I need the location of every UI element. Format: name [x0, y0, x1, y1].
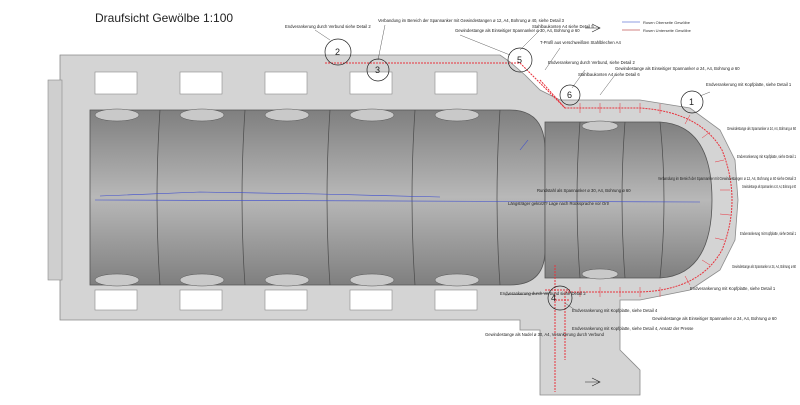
- detail-circle-2: [324, 38, 352, 66]
- ann-gewbot: Gewindestange als Nadel ø 30, A4, Verank…: [485, 332, 605, 337]
- detail-num-5: 5: [517, 55, 522, 65]
- leader-lines: [314, 24, 711, 311]
- ann-laengs: Längsträger gekürzt? Lage nach Rücksprac…: [508, 201, 609, 206]
- ann-kopf4: Endverankerung mit Kopfplatte, siehe Det…: [572, 308, 658, 313]
- ann-gewspann: Gewindestange als Spannanker ø 24, A4, B…: [732, 264, 796, 269]
- detail-num-3: 3: [375, 65, 380, 75]
- detail-num-1: 1: [689, 97, 694, 107]
- detail-circle-5: [507, 47, 533, 73]
- ann-endverb: Endverankerung durch Verbund, siehe Deta…: [548, 60, 636, 65]
- ann-kopfb: Endverankerung mit Kopfplatte, siehe Det…: [740, 231, 796, 236]
- section-arrows: [585, 23, 601, 387]
- legend: Rosen Oberseite Gewölbe Rosen Unterseite…: [622, 20, 692, 33]
- legend-label-0: Rosen Oberseite Gewölbe: [643, 20, 691, 25]
- ann-rund: Rundstahl als Spannanker ø 30, A4, Bohru…: [537, 188, 631, 193]
- ann-gew24-3: Gewindestange als Spannanker ø 24, A4, B…: [742, 184, 796, 189]
- detail-circle-4: [547, 285, 573, 311]
- ann-gew24-2: Gewindestange als Spannanker ø 24, A4, B…: [727, 126, 796, 131]
- lunettes: [94, 108, 619, 287]
- ann-detail-1: Endverankerung mit Kopfplatte, siehe Det…: [690, 286, 776, 291]
- ann-kopf1b: Endverankerung mit Kopfplatte, siehe Det…: [737, 154, 796, 159]
- detail-circle-1: [680, 90, 704, 114]
- detail-num-2: 2: [335, 47, 340, 57]
- blue-axis-lines: [94, 139, 701, 203]
- left-gable: [47, 79, 63, 281]
- detail-num-4: 4: [551, 293, 556, 303]
- ann-detail-4: Endverankerung mit Kopfplatte, siehe Det…: [572, 326, 694, 331]
- detail-numbers: 2 3 5 6 1 4: [335, 47, 694, 303]
- ann-detail-2: Endverankerung durch Verbund siehe Detai…: [285, 24, 371, 29]
- ann-detail-5: Gewindestange als Einseitiger Spannanker…: [455, 28, 580, 33]
- detail-num-6: 6: [567, 90, 572, 100]
- ann-tprofil: T-Profil aus verschweißten Stahlblechen …: [540, 40, 621, 45]
- niches-top: [94, 71, 478, 95]
- ann-detail-6: Stahlbaukonten A4 siehe Detail 5: [532, 24, 594, 29]
- ann-verband: Verbandung im Bereich der Spannanker mit…: [658, 176, 796, 181]
- ann-stahl6: Stahlbaukonten A4 siehe Detail 6: [578, 72, 640, 77]
- annotations: Endverankerung durch Verbund siehe Detai…: [285, 18, 796, 337]
- ann-kopf1: Endverankerung mit Kopfplatte, siehe Det…: [706, 82, 792, 87]
- ann-endv2: Endverankerung durch Verbund siehe Detai…: [500, 291, 586, 296]
- transverse-ribs: [156, 109, 665, 286]
- niches-bottom: [94, 289, 478, 311]
- legend-label-1: Rosen Unterseite Gewölbe: [643, 28, 692, 33]
- reinforcement-lines: [325, 62, 733, 392]
- ann-gewbot2: Gewindestange als Einseitiger Spannanker…: [652, 316, 777, 321]
- detail-circle-6: [559, 84, 581, 106]
- reinforcement-ticks: [579, 103, 731, 297]
- choir-vault: [544, 121, 713, 279]
- ann-gew24-1: Gewindestange als Einseitiger Spannanker…: [615, 66, 740, 71]
- ann-detail-3: Verbandung im Bereich der Spannanker mit…: [378, 18, 565, 23]
- drawing-title: Draufsicht Gewölbe 1:100: [95, 11, 234, 25]
